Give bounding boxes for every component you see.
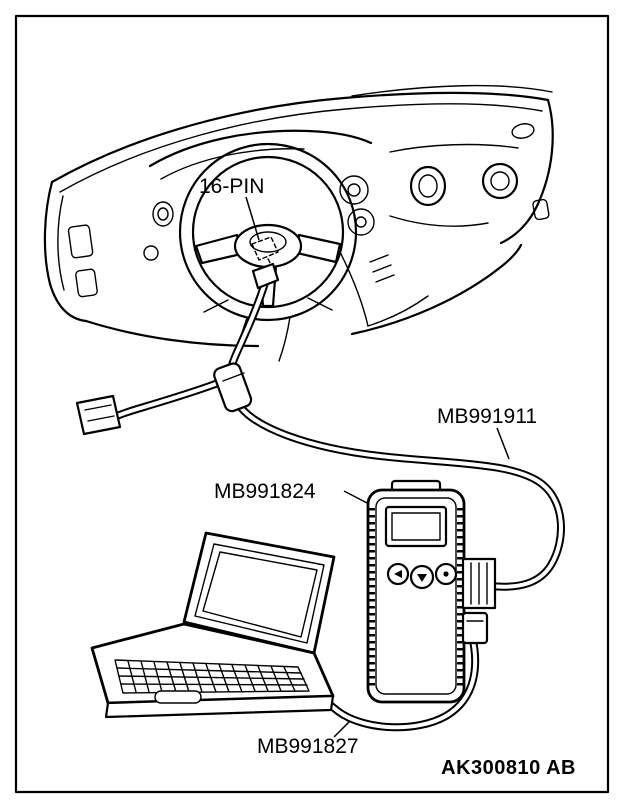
leader-line-mb991911 [496,427,510,460]
harness-cable-mb991911 [108,279,565,591]
leader-line-16pin [245,196,260,241]
vci-device-mb991824 [366,479,497,704]
obd-plug [75,394,122,436]
label-mb991911: MB991911 [437,405,537,428]
label-mb991827: MB991827 [257,735,359,758]
laptop-keyboard [114,659,310,694]
figure-border [14,14,610,794]
vci-buttons [386,562,458,590]
dlc-plug [251,262,280,290]
vci-usb-port [461,611,489,645]
vci-main-port [461,557,497,610]
leader-line-mb991824 [343,490,370,505]
laptop-touchpad [154,690,202,704]
leader-line-mb991827 [333,720,351,738]
laptop-front-edge [104,694,335,719]
harness-junction-connector [213,362,253,413]
label-mb991824: MB991824 [214,480,316,503]
vci-screen [384,505,448,548]
label-16pin: 16-PIN [199,175,264,198]
laptop [90,531,336,719]
dashboard-illustration [43,84,554,348]
figure-id: AK300810 AB [441,757,576,779]
wheel-spoke-right [295,233,342,264]
